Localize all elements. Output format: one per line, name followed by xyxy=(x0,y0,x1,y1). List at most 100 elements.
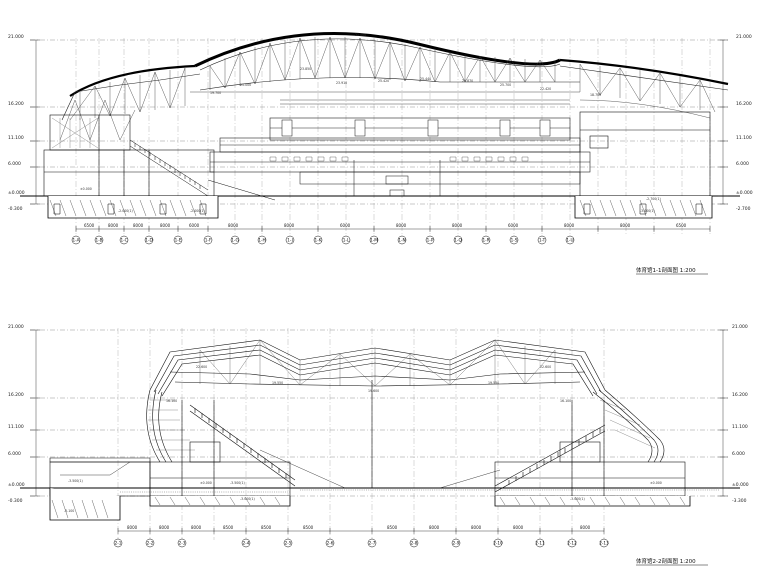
roof-label: 23.910 xyxy=(336,81,347,85)
section-1-1-text: 21.000 16.200 11.100 6.000 ±0.000 -0.300… xyxy=(8,33,753,275)
dim-text: 8000 xyxy=(564,223,575,228)
level-right-5: ±0.000 xyxy=(736,190,753,196)
floor-label: ±0.000 xyxy=(80,187,92,191)
floor-label: -2.000(1) xyxy=(118,209,133,213)
floor-label: -3.000(1) xyxy=(570,497,585,501)
right-stands-2 xyxy=(439,424,606,493)
floor-label: -3.000(1) xyxy=(240,497,255,501)
roof-label: 19.700 xyxy=(210,91,221,95)
dim-text: 8000 xyxy=(191,525,202,530)
axis-label: 1-M xyxy=(370,238,378,243)
dim-text: 8000 xyxy=(127,525,138,530)
roof-label: 19.600 xyxy=(368,389,379,393)
roof-label: 21.000 xyxy=(240,83,251,87)
section-2-title: 体育馆2-2剖面图 1:200 xyxy=(636,557,696,565)
dim-text: 8000 xyxy=(396,223,407,228)
axis-label: 1-U xyxy=(566,238,573,243)
roof-label: 23.850 xyxy=(300,67,311,71)
floor-label: -5.100 xyxy=(64,509,74,513)
dim-text: 6000 xyxy=(189,223,200,228)
axis-label: 2-5 xyxy=(285,541,292,546)
level-right-6: -3.300 xyxy=(732,498,747,504)
axis-label: 1-A xyxy=(73,238,80,243)
dim-text: 8000 xyxy=(284,223,295,228)
level-left-6: -0.300 xyxy=(8,206,23,212)
level-left-4: 6.000 xyxy=(8,161,21,167)
axis-label: 1-G xyxy=(231,238,239,243)
axis-label: 2-12 xyxy=(567,541,577,546)
dim-text: 8000 xyxy=(133,223,144,228)
left-roof-1 xyxy=(69,64,196,97)
axis-label: 1-T xyxy=(539,238,546,243)
dim-text: 6500 xyxy=(84,223,95,228)
dim-text: 8000 xyxy=(620,223,631,228)
level-right-3: 11.100 xyxy=(736,135,752,141)
axis-label: 1-R xyxy=(482,238,489,243)
grid-lines-1 xyxy=(75,38,711,236)
dim-text: 8000 xyxy=(228,223,239,228)
floor-label: -3.500(1) xyxy=(230,481,245,485)
dim-text: 8000 xyxy=(513,525,524,530)
roof-label: 25.420 xyxy=(378,79,389,83)
level-left-4: 6.000 xyxy=(8,451,21,457)
grid-lines-2 xyxy=(117,328,605,540)
floor-label: ±0.000 xyxy=(200,481,212,485)
roof-label: 25.700 xyxy=(500,83,511,87)
axis-label: 1-K xyxy=(315,238,322,243)
level-left-3: 11.100 xyxy=(8,424,24,430)
axis-label: 1-N xyxy=(398,238,405,243)
axis-label: 1-S xyxy=(511,238,518,243)
dim-text: 8000 xyxy=(160,223,171,228)
roof-label: 25.870 xyxy=(462,79,473,83)
right-roof-1 xyxy=(559,58,729,86)
axis-label: 2-11 xyxy=(535,541,545,546)
floor-label: -3.000(1) xyxy=(640,209,655,213)
axis-label: 1-J xyxy=(287,238,293,243)
level-right-1: 21.000 xyxy=(736,34,752,40)
axis-label: 2-10 xyxy=(493,541,503,546)
dim-text: 8500 xyxy=(261,525,272,530)
section-1-1 xyxy=(20,32,740,245)
section-1-title: 体育馆1-1剖面图 1:200 xyxy=(636,266,696,274)
dim-text: 8000 xyxy=(452,223,463,228)
roof-label: 21.000 xyxy=(355,33,366,37)
dim-text: 8500 xyxy=(387,525,398,530)
level-right-4: 6.000 xyxy=(736,161,749,167)
axis-label: 1-D xyxy=(145,238,152,243)
axis-label: 2-9 xyxy=(453,541,460,546)
floor-label: -2.700(1) xyxy=(646,197,661,201)
roof-label: 22.600 xyxy=(196,365,207,369)
axis-label: 2-13 xyxy=(599,541,609,546)
roof-label: 22.420 xyxy=(540,87,551,91)
roof-label: 16.100 xyxy=(560,399,571,403)
axis-label: 1-L xyxy=(343,238,350,243)
level-right-2: 16.200 xyxy=(736,101,752,107)
roof-label: 22.600 xyxy=(540,365,551,369)
level-lines-1 xyxy=(30,39,730,205)
level-right-5: ±0.000 xyxy=(732,482,749,488)
floor-label: -3.500(1) xyxy=(68,479,83,483)
section-2-2 xyxy=(20,328,740,548)
level-left-2: 16.200 xyxy=(8,392,24,398)
axis-label: 1-F xyxy=(205,238,212,243)
level-right-1: 21.000 xyxy=(732,324,748,330)
level-left-2: 16.200 xyxy=(8,101,24,107)
level-left-1: 21.000 xyxy=(8,324,24,330)
floor-label: -2.000(1) xyxy=(190,209,205,213)
dim-text: 8000 xyxy=(108,223,119,228)
left-stair-1 xyxy=(129,139,209,197)
axis-label: 2-1 xyxy=(115,541,122,546)
left-stands-2 xyxy=(189,404,346,489)
dim-text: 8500 xyxy=(223,525,234,530)
level-right-6: -2.700 xyxy=(736,206,751,212)
dim-text: 8000 xyxy=(471,525,482,530)
axis-label: 2-7 xyxy=(369,541,376,546)
level-left-5: ±0.000 xyxy=(8,482,25,488)
axis-label: 1-P xyxy=(427,238,434,243)
level-right-2: 16.200 xyxy=(732,392,748,398)
axis-label: 2-2 xyxy=(147,541,154,546)
level-left-3: 11.100 xyxy=(8,135,24,141)
axis-label: 2-4 xyxy=(243,541,250,546)
axis-label: 1-Q xyxy=(454,238,462,243)
dim-text: 8000 xyxy=(429,525,440,530)
